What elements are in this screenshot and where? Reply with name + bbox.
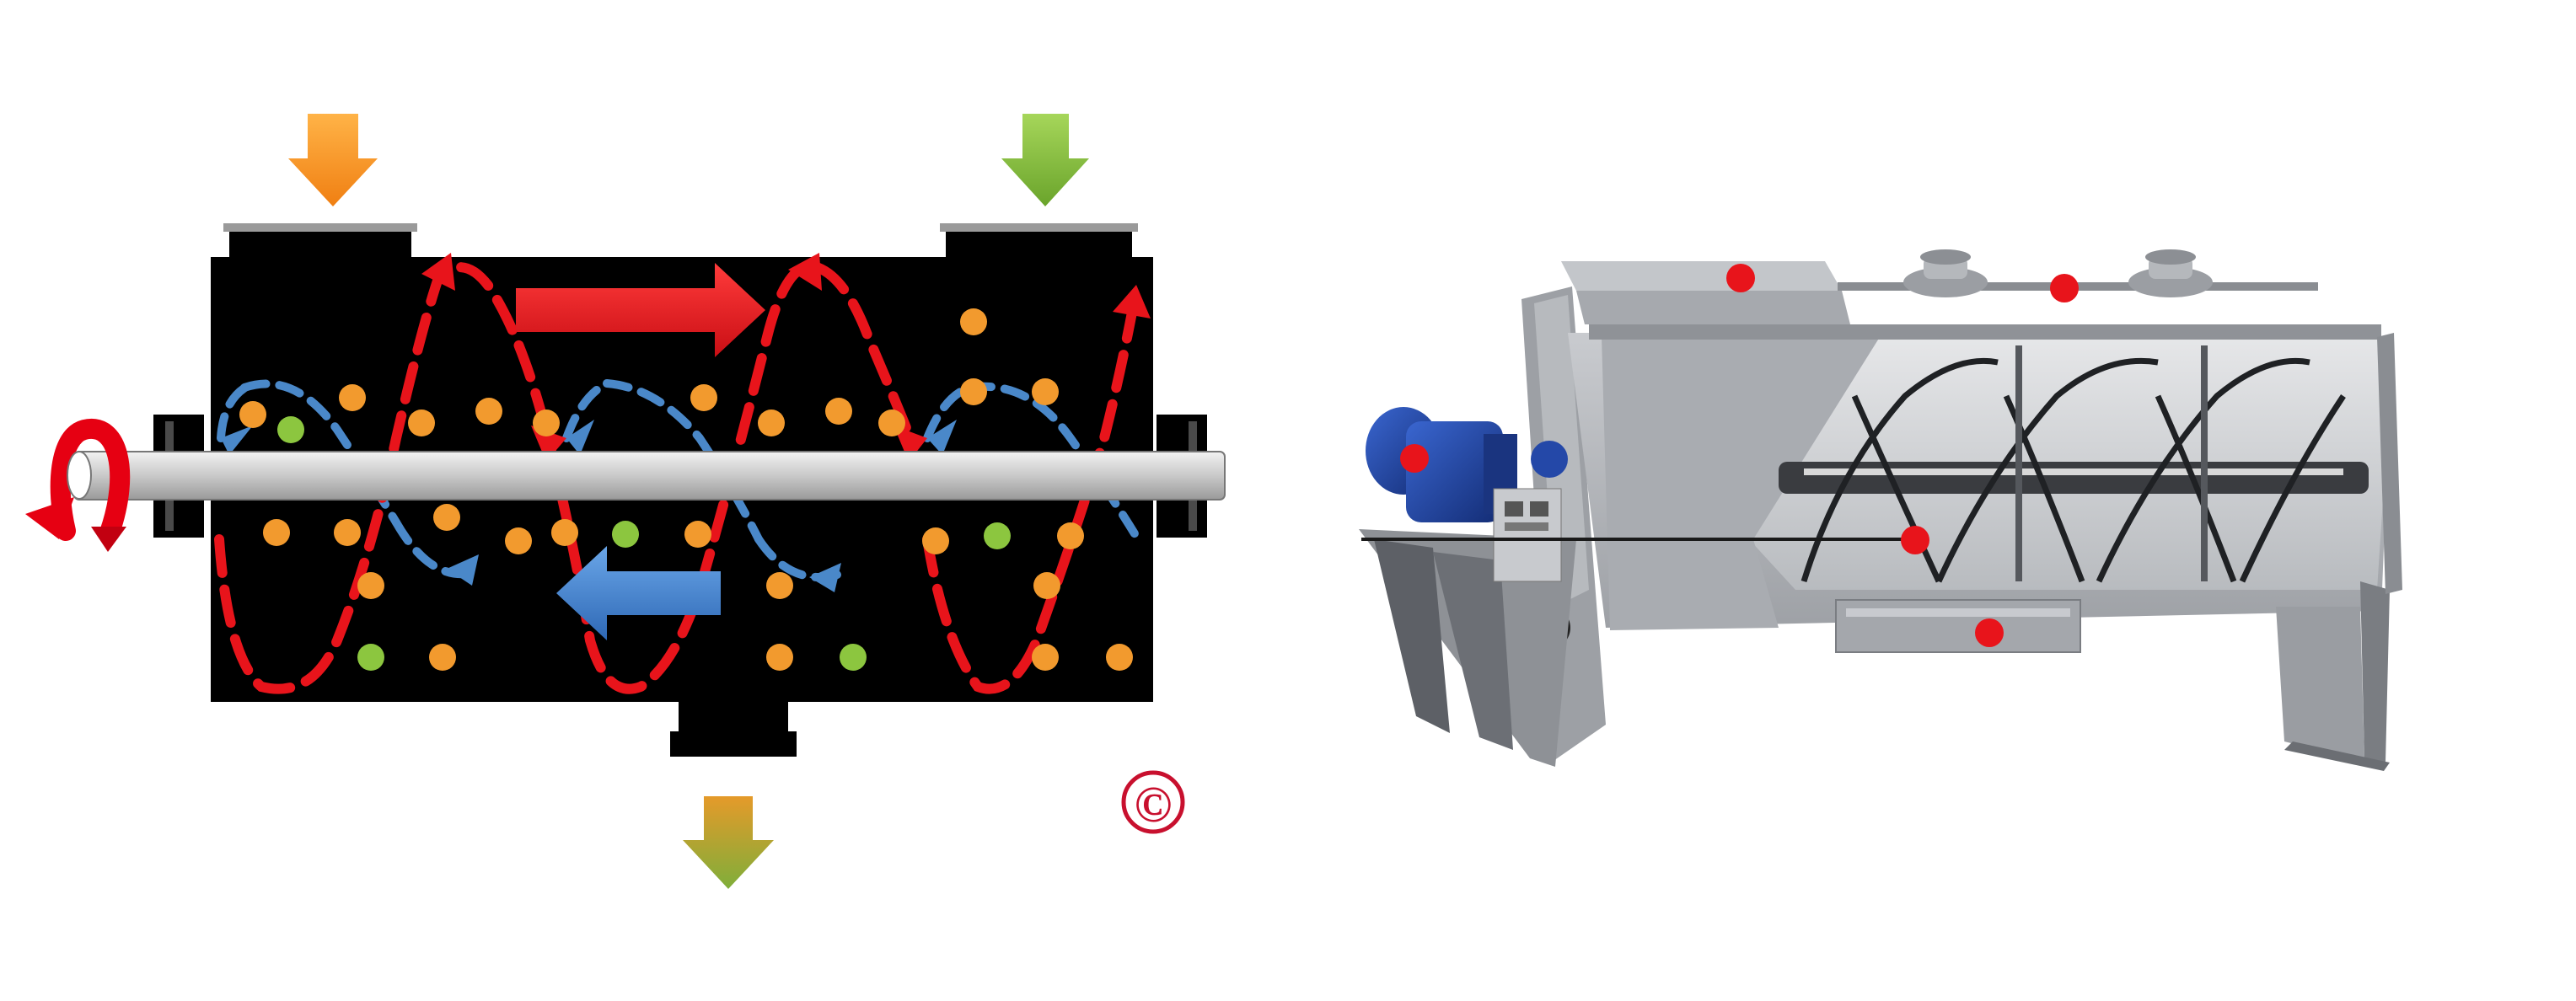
machine-shaft (1779, 462, 2369, 494)
particle-orange (684, 521, 711, 548)
particle-green (277, 416, 304, 443)
copyright-mark: © (1121, 770, 1185, 834)
inlet-nozzle-right (940, 223, 1138, 262)
control-panel (1493, 488, 1562, 582)
inlet-nozzle-left (223, 223, 417, 262)
marker-dot (1901, 526, 1929, 554)
copyright-symbol: © (1135, 777, 1173, 832)
mixing-diagram: © (25, 114, 1226, 889)
particle-orange (239, 401, 266, 428)
particle-green (357, 644, 384, 671)
particle-orange (1106, 644, 1133, 671)
inner-ribbon-arrowheads (221, 420, 957, 592)
particle-orange (1057, 522, 1084, 549)
particle-orange (505, 527, 532, 554)
particle-orange (766, 572, 793, 599)
particle-orange (263, 519, 290, 546)
particle-orange (1033, 572, 1060, 599)
outer-ribbon-arrowheads (421, 253, 1151, 462)
particle-orange (533, 410, 560, 436)
inner-ribbon-returns (217, 379, 974, 442)
particle-orange (1032, 378, 1059, 405)
particle-orange (825, 398, 852, 425)
particle-orange (960, 378, 987, 405)
valve-right-icon (2128, 249, 2213, 297)
outlet-arrow-icon (683, 796, 774, 889)
machine-ribbon-spokes (2015, 345, 2208, 581)
inlet-left-arrow-icon (288, 114, 378, 206)
particle-green (840, 644, 867, 671)
particle-orange (1032, 644, 1059, 671)
charging-hopper (1561, 261, 1850, 324)
marker-dot (1975, 618, 2004, 647)
particle-orange (758, 410, 785, 436)
legs-left (1359, 529, 1576, 767)
particle-orange (766, 644, 793, 671)
particle-orange (357, 572, 384, 599)
particle-orange (551, 519, 578, 546)
marker-dot (1400, 444, 1429, 473)
particle-orange (922, 527, 949, 554)
rotation-arrow-icon (25, 419, 131, 552)
inlet-right-arrow-icon (1001, 114, 1089, 206)
outer-ribbon (214, 260, 1139, 694)
particle-orange (878, 410, 905, 436)
particle-green (984, 522, 1011, 549)
marker-dot (1726, 264, 1755, 292)
particle-orange (475, 398, 502, 425)
end-plate-right (2377, 333, 2402, 594)
particle-orange (408, 410, 435, 436)
particle-orange (960, 308, 987, 335)
forward-flow-arrow-icon (516, 263, 765, 357)
marker-dot (2050, 274, 2079, 302)
backward-flow-arrow-icon (556, 546, 721, 640)
particle-orange (433, 504, 460, 531)
discharge-valve (1835, 599, 2081, 653)
agitator-shaft (73, 451, 1226, 500)
particle-green (612, 521, 639, 548)
particles (239, 308, 1133, 671)
ribbon-blender-machine (1359, 249, 2402, 771)
valve-left-icon (1903, 249, 1988, 297)
particle-orange (690, 384, 717, 411)
markers (1400, 264, 2079, 647)
outlet-nozzle (670, 695, 797, 757)
leg-right (2276, 581, 2390, 771)
particle-orange (339, 384, 366, 411)
particle-orange (429, 644, 456, 671)
particle-orange (334, 519, 361, 546)
